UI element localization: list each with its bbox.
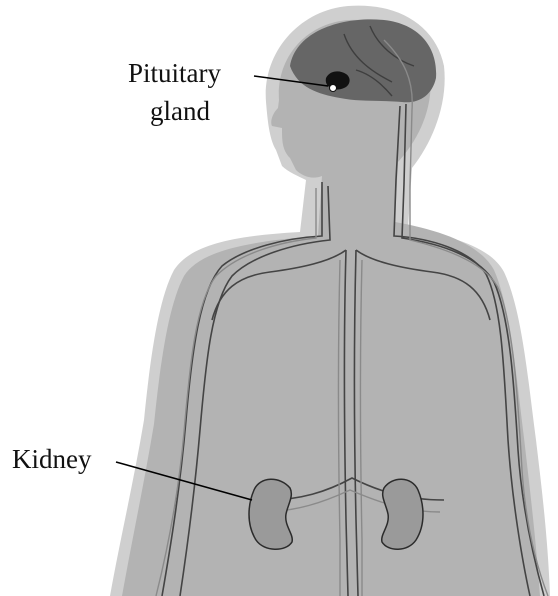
kidney-right [382,479,423,549]
kidney-label: Kidney [12,444,91,475]
pituitary-label-line2: gland [150,96,210,127]
pituitary-label-line1: Pituitary [128,58,221,89]
kidney-left [249,479,292,549]
